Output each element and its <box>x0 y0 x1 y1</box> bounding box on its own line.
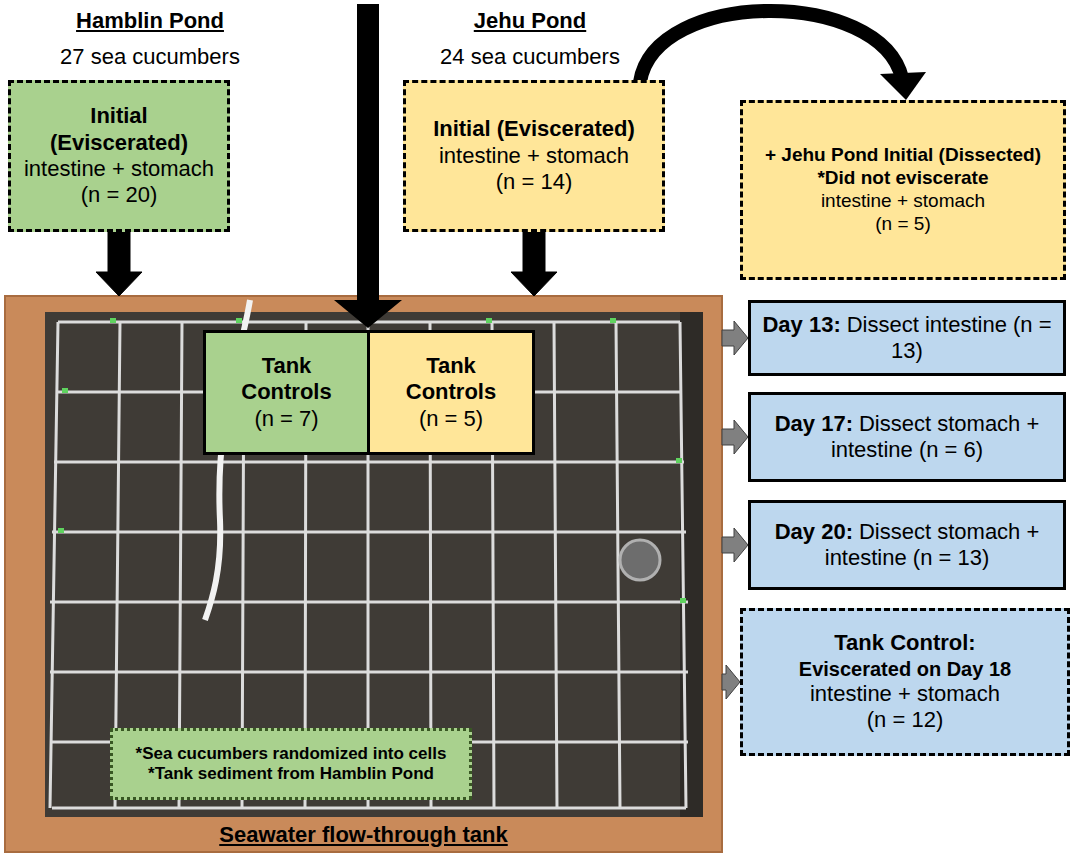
box-text: *Tank sediment from Hamblin Pond <box>121 764 461 784</box>
box-heading: Initial (Eviscerated) <box>414 116 654 142</box>
pond-heading: Jehu Pond <box>474 8 586 34</box>
box-text: intestine + stomach <box>751 190 1055 213</box>
box-text: *Did not eviscerate <box>751 167 1055 190</box>
box-heading: Seawater flow-through tank <box>5 822 722 848</box>
box-text: intestine + stomach <box>414 143 654 169</box>
sample-count: 27 sea cucumbers <box>60 44 240 70</box>
sampling-box: Day 20:Dissect stomach + intestine (n = … <box>748 500 1066 590</box>
flow-arrow <box>96 232 142 296</box>
text-group: + Jehu Pond Initial (Dissected)*Did not … <box>751 144 1055 235</box>
box-text: (n = 12) <box>751 707 1059 733</box>
text-group: Day 13: Dissect intestine (n = 13) <box>759 312 1055 365</box>
box-text: (n = 5) <box>751 213 1055 236</box>
box-heading: Day 20: <box>775 519 853 544</box>
initial-group-box: Initial (Eviscerated)intestine + stomach… <box>403 80 665 232</box>
curved-arrow-head <box>880 72 926 100</box>
flow-arrow <box>722 665 740 699</box>
box-text: (n = 14) <box>414 169 654 195</box>
box-text: Eviscerated on Day 18 <box>751 657 1059 681</box>
tank-rim <box>5 296 722 852</box>
pond-heading: Hamblin Pond <box>76 8 224 34</box>
text-group: Day 17:Dissect stomach + intestine (n = … <box>759 411 1055 464</box>
control-box: Tank Controls(n = 7) <box>203 330 370 455</box>
tank-rim-edge <box>5 296 722 852</box>
sampling-box: Day 13: Dissect intestine (n = 13) <box>748 300 1066 376</box>
text-group: Tank Control:Eviscerated on Day 18intest… <box>751 630 1059 733</box>
text-group: Initial (Eviscerated)intestine + stomach… <box>414 116 654 195</box>
flow-arrow <box>722 420 748 454</box>
box-text: (n = 7) <box>214 406 359 432</box>
box-text: intestine + stomach <box>751 681 1059 707</box>
sampling-box: Day 17:Dissect stomach + intestine (n = … <box>748 392 1066 482</box>
box-heading: *Sea cucumbers randomized into cells <box>121 744 461 764</box>
text-group: Seawater flow-through tank <box>5 822 722 848</box>
text-group: Initial (Eviscerated)intestine + stomach… <box>19 103 219 209</box>
box-text: Dissect intestine (n = 13) <box>847 312 1052 363</box>
control-box: Tank Controls(n = 5) <box>367 330 535 455</box>
flow-arrow <box>722 321 748 355</box>
text-group: *Sea cucumbers randomized into cells*Tan… <box>121 744 461 785</box>
box-text: (n = 20) <box>19 182 219 208</box>
cell-grid <box>50 322 688 808</box>
note-box: *Sea cucumbers randomized into cells*Tan… <box>110 728 472 800</box>
box-heading: Initial (Eviscerated) <box>19 103 219 156</box>
box-heading: Day 17: <box>775 411 853 436</box>
text-group: Tank Controls(n = 5) <box>378 353 524 432</box>
curved-arrow <box>640 11 902 82</box>
initial-group-box: + Jehu Pond Initial (Dissected)*Did not … <box>740 100 1066 280</box>
box-text: (n = 5) <box>378 406 524 432</box>
cell-tags <box>58 318 686 603</box>
sampling-box: Tank Control:Eviscerated on Day 18intest… <box>740 608 1070 756</box>
flow-arrow <box>511 232 557 296</box>
tank-water <box>45 312 703 817</box>
box-heading: Tank Controls <box>214 353 359 406</box>
flow-arrow <box>722 528 748 562</box>
text-group: Day 20:Dissect stomach + intestine (n = … <box>759 519 1055 572</box>
box-heading: + Jehu Pond Initial (Dissected) <box>751 144 1055 167</box>
sample-count: 24 sea cucumbers <box>440 44 620 70</box>
drain-sieve <box>620 540 660 580</box>
text-group: Tank Controls(n = 7) <box>214 353 359 432</box>
box-heading: Day 13: <box>762 312 840 337</box>
box-heading: Tank Controls <box>378 353 524 406</box>
block-arrow <box>334 4 402 328</box>
initial-group-box: Initial (Eviscerated)intestine + stomach… <box>8 80 230 232</box>
box-text: Dissect stomach + intestine (n = 13) <box>825 519 1040 570</box>
box-text: Dissect stomach + intestine (n = 6) <box>831 411 1039 462</box>
tank-region: Seawater flow-through tankTank Controls(… <box>5 296 722 852</box>
box-heading: Tank Control: <box>751 630 1059 656</box>
box-text: intestine + stomach <box>19 156 219 182</box>
